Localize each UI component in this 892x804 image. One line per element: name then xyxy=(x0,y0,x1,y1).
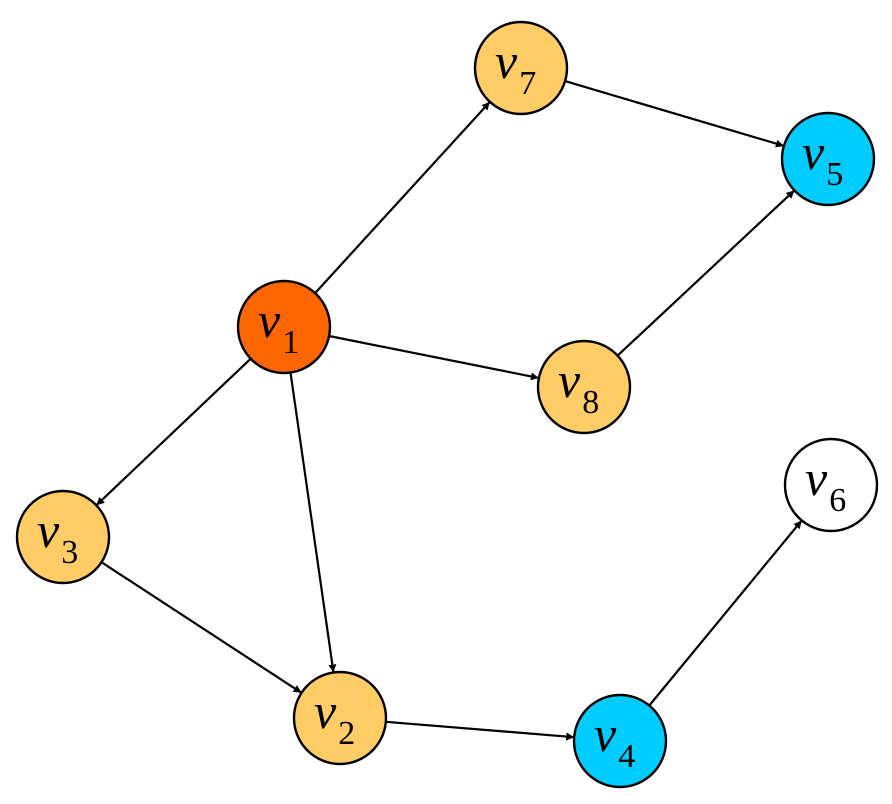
node-subscript-v7: 7 xyxy=(519,65,536,102)
node-label-v1: v1 xyxy=(258,292,299,361)
node-var-v4: v xyxy=(594,706,617,762)
node-label-v7: v7 xyxy=(495,33,536,102)
node-subscript-v1: 1 xyxy=(282,324,299,361)
node-var-v5: v xyxy=(802,124,825,180)
node-subscript-v8: 8 xyxy=(582,384,599,421)
node-v5: v5 xyxy=(780,111,876,207)
edge-v2-to-v4 xyxy=(385,720,575,741)
node-v7: v7 xyxy=(473,20,569,116)
node-var-v7: v xyxy=(495,33,518,89)
node-circle-v2 xyxy=(292,670,388,766)
node-label-v4: v4 xyxy=(594,706,635,775)
edge-v1-to-v2 xyxy=(289,372,337,673)
node-var-v3: v xyxy=(37,502,60,558)
node-label-v6: v6 xyxy=(805,450,846,519)
edge-v8-to-v5 xyxy=(616,189,796,357)
node-v3: v3 xyxy=(15,489,111,585)
node-subscript-v5: 5 xyxy=(826,156,843,193)
edge-v1-to-v3 xyxy=(95,357,252,507)
node-v4: v4 xyxy=(572,693,668,789)
node-circle-v7 xyxy=(473,20,569,116)
edge-v7-to-v5 xyxy=(564,80,785,148)
node-circle-v5 xyxy=(780,111,876,207)
edge-v3-to-v2 xyxy=(100,561,303,694)
node-v1: v1 xyxy=(236,279,332,375)
node-circle-v1 xyxy=(236,279,332,375)
node-subscript-v4: 4 xyxy=(618,738,635,775)
node-circle-v4 xyxy=(572,693,668,789)
node-label-v5: v5 xyxy=(802,124,843,193)
node-var-v8: v xyxy=(558,352,581,408)
node-label-v8: v8 xyxy=(558,352,599,421)
node-circle-v3 xyxy=(15,489,111,585)
node-circle-v8 xyxy=(536,339,632,435)
node-v6: v6 xyxy=(783,437,879,533)
node-var-v1: v xyxy=(258,292,281,348)
node-var-v2: v xyxy=(314,683,337,739)
node-subscript-v6: 6 xyxy=(829,482,846,519)
edge-v1-to-v7 xyxy=(314,101,491,294)
node-subscript-v3: 3 xyxy=(61,534,78,571)
node-v8: v8 xyxy=(536,339,632,435)
node-label-v2: v2 xyxy=(314,683,355,752)
edges-layer xyxy=(95,80,803,741)
node-var-v6: v xyxy=(805,450,828,506)
node-subscript-v2: 2 xyxy=(338,715,355,752)
node-circle-v6 xyxy=(783,437,879,533)
edge-v4-to-v6 xyxy=(648,519,803,707)
edge-v1-to-v8 xyxy=(328,334,540,381)
node-v2: v2 xyxy=(292,670,388,766)
node-label-v3: v3 xyxy=(37,502,78,571)
